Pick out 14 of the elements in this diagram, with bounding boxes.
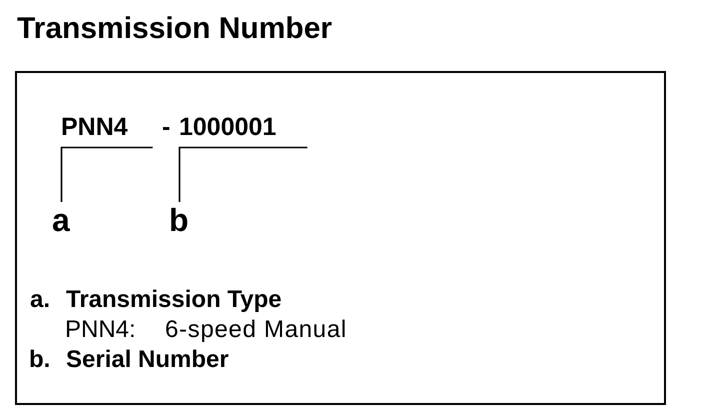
key-letter: a. [30, 286, 50, 314]
dash-separator: - [162, 113, 170, 142]
callout-letter: b [169, 202, 189, 239]
key-code: PNN4: [65, 316, 136, 344]
key-description: Serial Number [66, 346, 229, 374]
leader-line [60, 146, 153, 202]
callout-letter: a [52, 202, 70, 239]
key-letter: b. [29, 346, 50, 374]
leader-line [178, 146, 308, 202]
key-description: 6-speed Manual [165, 316, 347, 344]
title: Transmission Number [17, 12, 332, 46]
type-code: PNN4 [61, 113, 128, 148]
key-description: Transmission Type [66, 286, 282, 314]
serial-code: 1000001 [179, 113, 276, 148]
